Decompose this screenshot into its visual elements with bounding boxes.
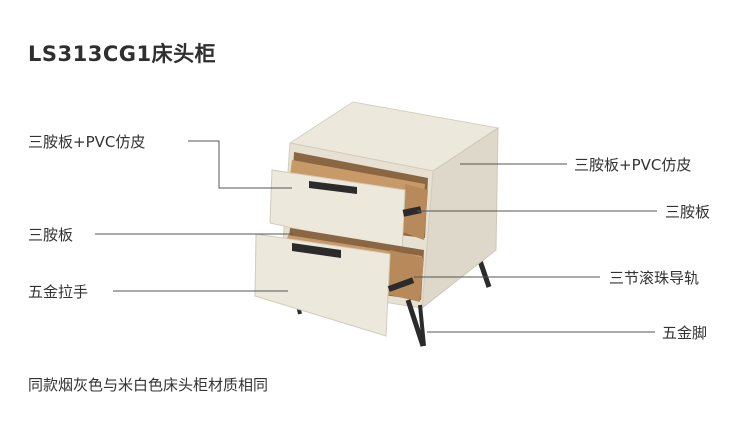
product-title: LS313CG1床头柜 — [28, 42, 217, 66]
leader-left-top — [188, 140, 292, 189]
upper-drawer-handle — [309, 181, 357, 194]
label-metal-legs: 五金脚 — [662, 324, 708, 342]
label-inner-material: 三胺板 — [665, 203, 711, 221]
upper-drawer-rail — [402, 206, 422, 217]
lower-drawer-handle — [292, 243, 341, 258]
leader-lines — [95, 140, 657, 333]
lower-drawer-side-wood — [386, 250, 424, 302]
material-note: 同款烟灰色与米白色床头柜材质相同 — [28, 376, 269, 394]
label-top-material: 三胺板+PVC仿皮 — [28, 133, 146, 151]
lower-drawer-rail — [387, 277, 415, 292]
lower-drawer-front — [254, 233, 391, 337]
label-ball-bearing-rail: 三节滚珠导轨 — [609, 269, 700, 287]
front-leg-inner — [418, 304, 426, 347]
label-handle: 五金拉手 — [28, 283, 89, 301]
upper-drawer-inner — [290, 160, 425, 196]
front-leg — [405, 299, 426, 347]
label-drawer-material: 三胺板 — [28, 226, 74, 244]
label-side-material: 三胺板+PVC仿皮 — [574, 156, 692, 174]
